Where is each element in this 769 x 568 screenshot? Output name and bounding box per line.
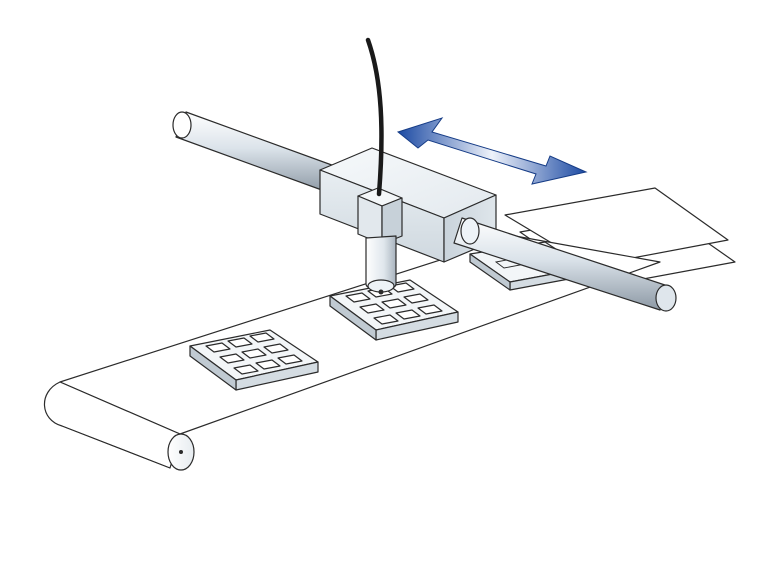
sensor-cable xyxy=(365,37,384,197)
motion-arrow-icon xyxy=(396,117,588,185)
tray-near xyxy=(189,329,319,391)
belt-end-roller xyxy=(167,433,195,471)
sensor-head-icon xyxy=(357,187,403,295)
tray-center xyxy=(329,279,459,341)
linear-rail-icon xyxy=(172,111,341,194)
linear-rail-front xyxy=(453,217,677,312)
